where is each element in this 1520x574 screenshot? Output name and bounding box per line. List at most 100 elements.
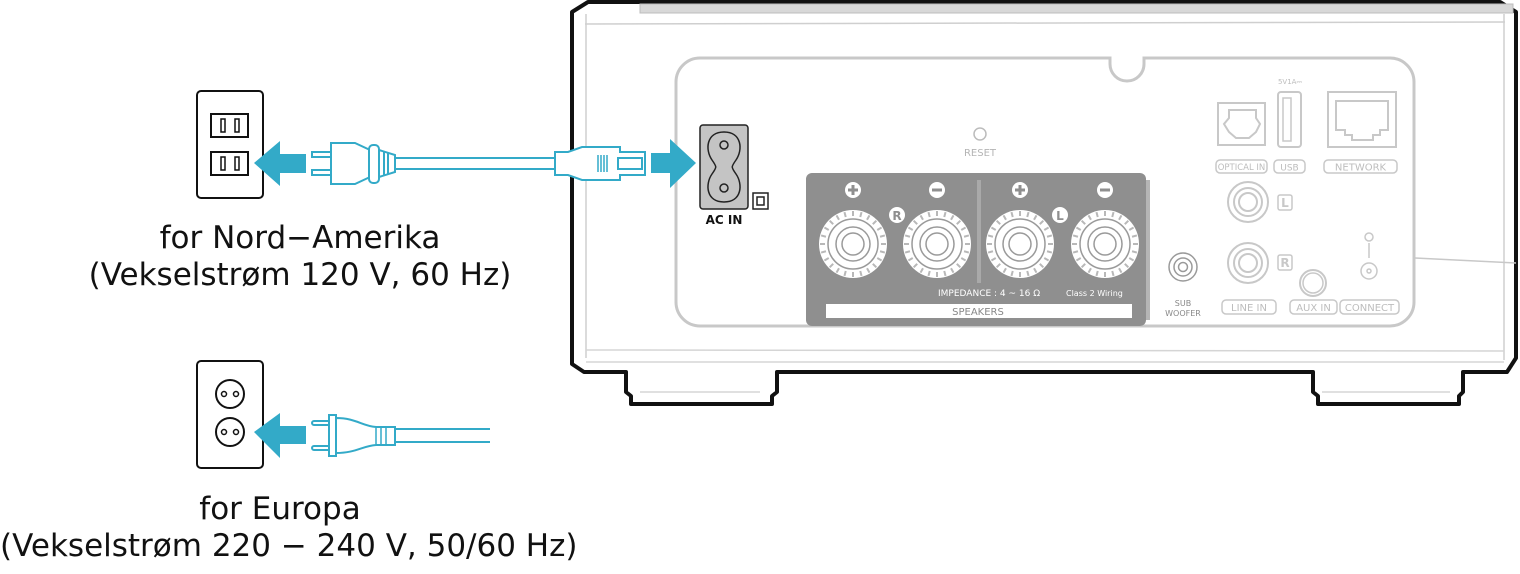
line-in-right-ring-1 <box>1227 242 1269 284</box>
na-insert-arrow-icon <box>254 141 306 186</box>
knurl-tick <box>919 267 924 274</box>
reset-button[interactable]: RESET <box>964 127 997 159</box>
ac-pin-bottom <box>719 183 729 193</box>
knurl-tick <box>835 267 840 274</box>
knurl-tick <box>1131 250 1138 254</box>
knurl-tick <box>943 211 947 218</box>
aux-in-jack[interactable] <box>1299 269 1327 297</box>
knurl-tick <box>1010 270 1014 277</box>
terminal-ring-mid <box>835 226 871 262</box>
knurl-tick <box>1026 211 1030 218</box>
knurl-tick <box>1128 226 1135 231</box>
speaker-right-badge: R <box>889 207 905 223</box>
na-plug-grip-lines <box>383 152 389 175</box>
eu-insert-arrow-icon <box>254 413 306 458</box>
speaker-terminal-right-minus[interactable] <box>903 210 971 278</box>
eu-title: for Europa <box>199 491 361 527</box>
right-badge-circle <box>889 207 905 223</box>
minus-icon <box>1097 182 1113 198</box>
terminal-ring-outer <box>911 218 963 270</box>
knurl-tick <box>904 250 911 254</box>
knurl-tick <box>820 250 827 254</box>
line-in-left-badge: L <box>1281 196 1289 210</box>
polarity-bar-v <box>1018 185 1022 195</box>
subwoofer-label-box <box>1163 295 1204 320</box>
terminal-knurl <box>819 210 887 278</box>
knurl-tick <box>907 257 914 262</box>
knurl-tick <box>1080 263 1086 269</box>
na-socket-bottom-slot-2 <box>234 156 240 171</box>
knurl-tick <box>872 263 878 269</box>
usb-label: USB <box>1280 164 1298 174</box>
subwoofer-ring-inner <box>1177 261 1189 273</box>
knurl-tick <box>823 257 830 262</box>
line-in-right-jack[interactable] <box>1227 242 1269 284</box>
class2-double-square-icon <box>752 192 769 210</box>
knurl-tick <box>835 214 840 221</box>
north-america-outlet <box>196 90 264 199</box>
reset-hole-icon[interactable] <box>973 127 987 141</box>
speaker-terminal-left-minus[interactable] <box>1071 210 1139 278</box>
knurl-tick <box>879 250 886 254</box>
iec-connector-tip <box>617 157 643 170</box>
left-badge-text: L <box>1056 209 1064 223</box>
knurl-tick <box>1075 257 1082 262</box>
frame-line-bottom-1 <box>585 349 1505 352</box>
eu-socket-top-hole-1 <box>220 390 228 398</box>
knurl-tick <box>912 219 918 225</box>
na-socket-bottom <box>210 151 249 176</box>
plus-icon <box>845 182 861 198</box>
analog-inputs: L R LINE IN AUX IN CONNECT <box>1221 181 1400 315</box>
knurl-tick <box>904 234 911 238</box>
terminal-ring-outer <box>827 218 879 270</box>
knurl-tick <box>990 257 997 262</box>
speaker-left-badge: L <box>1052 207 1068 223</box>
subwoofer-jack[interactable] <box>1163 247 1203 287</box>
terminal-ring-inner <box>1093 232 1117 256</box>
connect-button-ring <box>1360 262 1378 280</box>
terminal-ring-outer <box>994 218 1046 270</box>
knurl-tick <box>927 211 931 218</box>
na-wall-plate <box>196 90 264 199</box>
knurl-tick <box>1075 226 1082 231</box>
speaker-terminal-panel: R L IMPEDANCE : 4 ~ 16 Ω Class 2 Wiring … <box>806 173 1204 326</box>
knurl-tick <box>1118 267 1123 274</box>
speaker-terminal-right-plus[interactable] <box>819 210 887 278</box>
knurl-tick <box>1046 250 1053 254</box>
knurl-tick <box>876 226 883 231</box>
knurl-tick <box>876 257 883 262</box>
knurl-tick <box>987 234 994 238</box>
knurl-tick <box>1124 219 1130 225</box>
terminal-ring-inner <box>925 232 949 256</box>
ac-in-inlet[interactable]: AC IN <box>699 124 769 227</box>
aux-outer-ring <box>1299 269 1327 297</box>
optical-in-port[interactable] <box>1217 102 1266 146</box>
speaker-terminal-left-plus[interactable] <box>986 210 1054 278</box>
line-in-left-jack[interactable] <box>1227 181 1269 223</box>
frame-line-top <box>584 21 1506 25</box>
eu-socket-top <box>215 379 245 409</box>
knurl-tick <box>1033 214 1038 221</box>
knurl-tick <box>1010 211 1014 218</box>
knurl-tick <box>995 263 1001 269</box>
knurl-tick <box>828 263 834 269</box>
eu-plug-flange <box>328 414 337 457</box>
ac-inlet-socket <box>707 131 741 203</box>
ac-pin-top <box>719 140 729 150</box>
eu-cable <box>395 428 490 443</box>
knurl-tick <box>1072 234 1079 238</box>
terminal-ring-mid <box>1002 226 1038 262</box>
impedance-label: IMPEDANCE : 4 ~ 16 Ω <box>938 289 1040 299</box>
na-spec: (Vekselstrøm 120 V, 60 Hz) <box>88 257 512 293</box>
knurl-tick <box>1118 214 1123 221</box>
network-port[interactable] <box>1327 91 1397 148</box>
line-in-left-ring-1 <box>1227 181 1269 223</box>
knurl-tick <box>828 219 834 225</box>
usb-label-box <box>1273 159 1306 174</box>
usb-rating-label: 5V1A⎓ <box>1278 78 1302 86</box>
aux-inner-ring <box>1302 272 1324 294</box>
knurl-tick <box>960 226 967 231</box>
usb-port[interactable] <box>1277 91 1302 148</box>
connect-button[interactable] <box>1360 232 1378 280</box>
